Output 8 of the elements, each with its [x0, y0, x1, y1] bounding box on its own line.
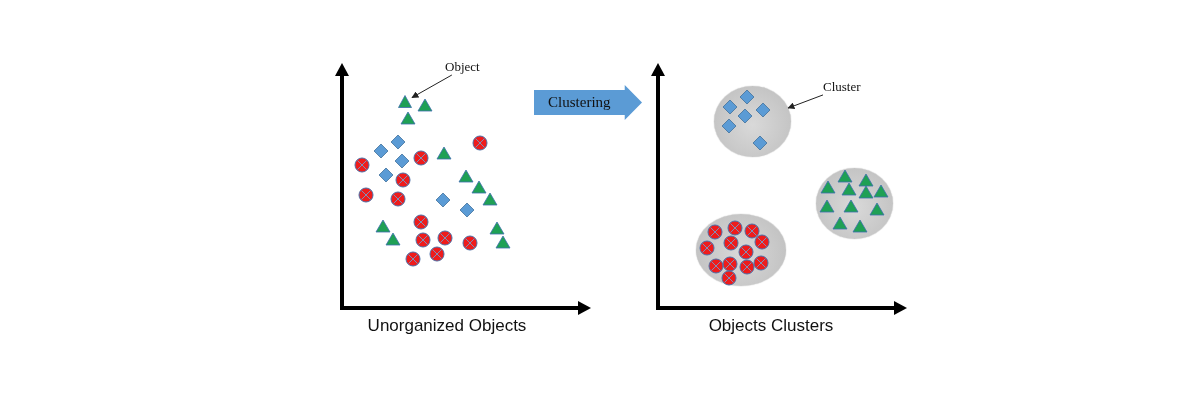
- callout-label: Object: [445, 59, 480, 75]
- callout-label: Cluster: [823, 79, 861, 95]
- leader-line: [411, 74, 453, 99]
- triangle-marker: [398, 95, 412, 108]
- step-label: Clustering: [547, 94, 612, 111]
- axis-title: Objects Clusters: [708, 316, 834, 336]
- leader-line: [787, 94, 824, 110]
- axis-title: Unorganized Objects: [367, 316, 527, 336]
